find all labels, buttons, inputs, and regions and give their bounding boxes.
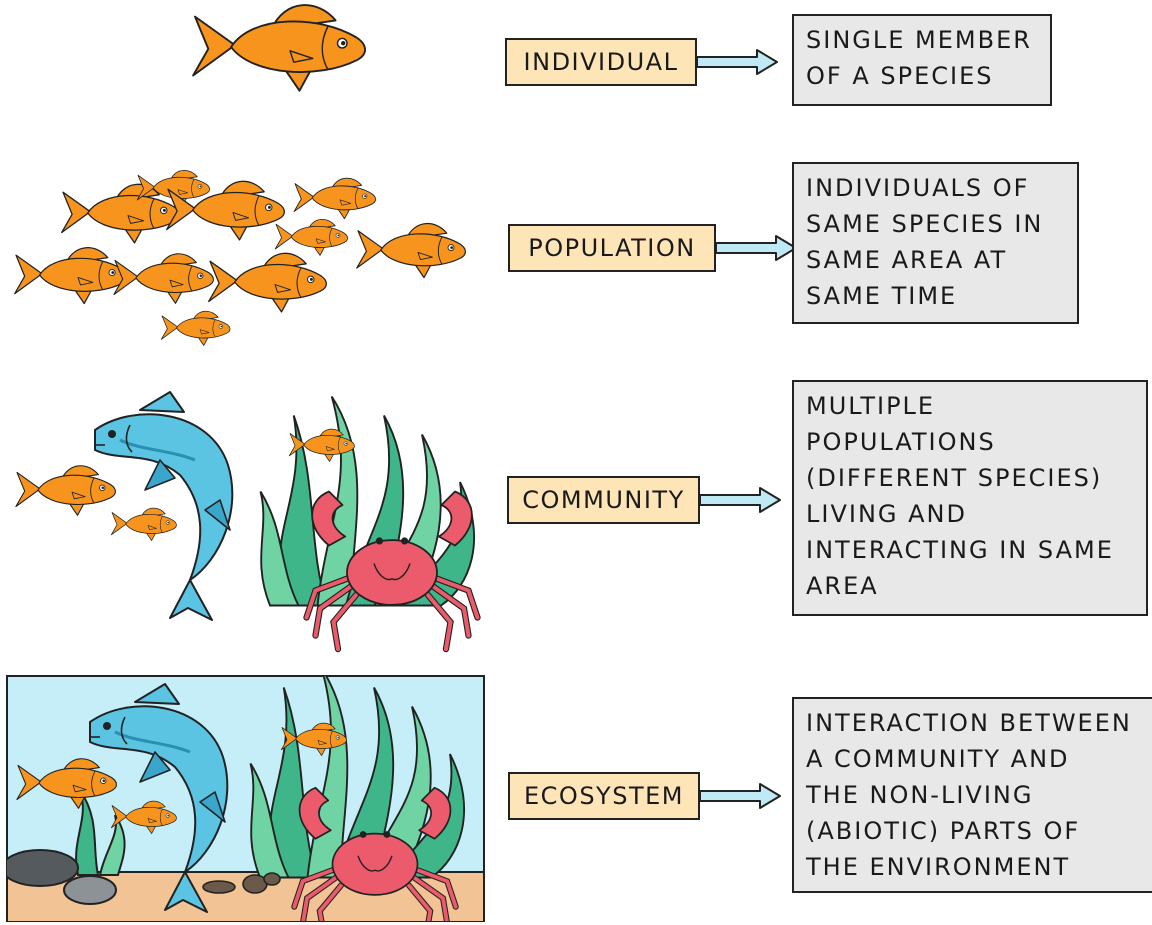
description-line: OF A SPECIES bbox=[806, 62, 994, 90]
description-line: THE ENVIRONMENT bbox=[806, 853, 1071, 881]
level-label-community: COMMUNITY bbox=[507, 476, 700, 524]
description-line: LIVING AND bbox=[806, 500, 967, 528]
level-description-individual: SINGLE MEMBER OF A SPECIES bbox=[792, 14, 1052, 106]
rock-icon bbox=[7, 849, 79, 887]
population-goldfish-group bbox=[14, 169, 466, 346]
ecosystem-tank bbox=[6, 675, 485, 922]
description-line: INDIVIDUALS OF bbox=[806, 174, 1030, 202]
arrow-right-icon bbox=[699, 487, 781, 513]
individual-goldfish-icon bbox=[192, 4, 367, 92]
level-label-population: POPULATION bbox=[508, 224, 716, 272]
description-line: A COMMUNITY AND bbox=[806, 745, 1070, 773]
community-scene bbox=[15, 390, 478, 649]
level-label-individual: INDIVIDUAL bbox=[505, 38, 697, 86]
description-line: INTERACTING IN SAME bbox=[806, 536, 1114, 564]
level-label-ecosystem: ECOSYSTEM bbox=[508, 772, 700, 820]
description-line: SINGLE MEMBER bbox=[806, 26, 1032, 54]
description-line: AREA bbox=[806, 572, 879, 600]
description-line: POPULATIONS bbox=[806, 428, 996, 456]
description-line: MULTIPLE bbox=[806, 392, 936, 420]
level-description-ecosystem: INTERACTION BETWEEN A COMMUNITY AND THE … bbox=[792, 697, 1152, 893]
arrow-right-icon bbox=[715, 235, 797, 261]
description-line: (ABIOTIC) PARTS OF bbox=[806, 817, 1081, 845]
description-line: SAME AREA AT bbox=[806, 246, 1008, 274]
arrow-right-icon bbox=[699, 783, 781, 809]
description-line: SAME SPECIES IN bbox=[806, 210, 1044, 238]
arrow-right-icon bbox=[696, 49, 778, 75]
description-line: THE NON-LIVING bbox=[806, 781, 1034, 809]
level-description-community: MULTIPLE POPULATIONS (DIFFERENT SPECIES)… bbox=[792, 380, 1148, 616]
description-line: SAME TIME bbox=[806, 282, 958, 310]
description-line: (DIFFERENT SPECIES) bbox=[806, 464, 1103, 492]
level-description-population: INDIVIDUALS OF SAME SPECIES IN SAME AREA… bbox=[792, 162, 1079, 324]
description-line: INTERACTION BETWEEN bbox=[806, 709, 1132, 737]
